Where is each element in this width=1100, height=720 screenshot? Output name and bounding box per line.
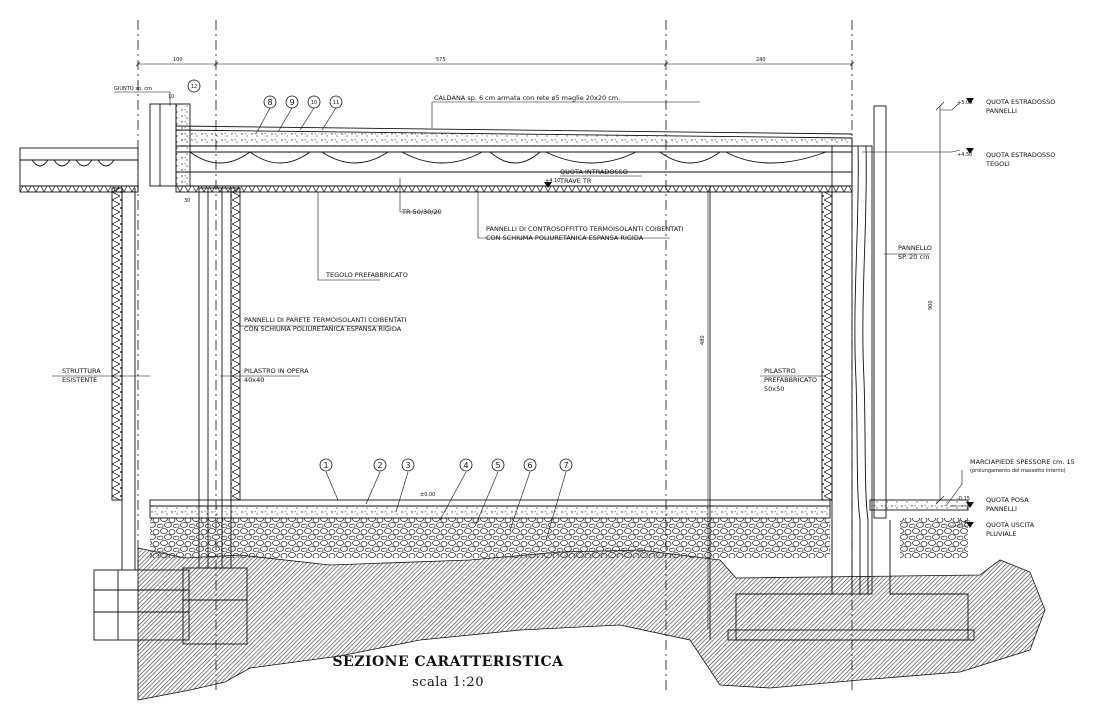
- dim-480: 480: [700, 335, 706, 345]
- dim-900: 900: [928, 300, 934, 310]
- quota-uscita-2: PLUVIALE: [986, 530, 1017, 538]
- label-trave-tr: TR 50/30/20: [401, 208, 442, 216]
- soil-ground: [137, 547, 1046, 701]
- dim-right: 240: [756, 57, 766, 63]
- vertical-dimensions: [707, 101, 945, 630]
- quota-uscita-1: QUOTA USCITA: [986, 521, 1035, 529]
- callout-7: 7: [563, 461, 568, 470]
- quota-estradosso-tegoli-2: TEGOLI: [985, 160, 1010, 168]
- quota-posa-val: -0.15: [957, 496, 970, 502]
- level-markers: [544, 98, 974, 528]
- column-in-situ: [182, 187, 248, 645]
- label-pannello-2: SP. 20 cm: [898, 253, 929, 261]
- quota-uscita-val: -0.40: [957, 520, 970, 526]
- label-struttura-1: STRUTTURA: [62, 367, 101, 375]
- label-struttura-2: ESISTENTE: [62, 376, 97, 384]
- dim-center: 575: [436, 57, 446, 63]
- label-pannelli-contro-1: PANNELLI DI CONTROSOFFITTO TERMOISOLANTI…: [486, 225, 684, 233]
- label-caldana: CALDANA sp. 6 cm armata con rete ø5 magl…: [434, 94, 620, 102]
- callouts-floor: [319, 458, 573, 472]
- quota-estradosso-tegoli-1: QUOTA ESTRADOSSO: [986, 151, 1055, 159]
- label-pilastro-pref-2: PREFABBRICATO: [764, 376, 817, 384]
- callout-10: 10: [311, 100, 317, 106]
- label-pilastro-opera-1: PILASTRO IN OPERA: [244, 367, 309, 375]
- callout-1: 1: [323, 461, 328, 470]
- drawing-scale: scala 1:20: [412, 675, 484, 690]
- callout-8: 8: [267, 98, 272, 107]
- label-pannelli-parete-2: CON SCHIUMA POLIURETANICA ESPANSA RIGIDA: [244, 325, 402, 333]
- quota-estradosso-pannelli-val: +5.00: [957, 100, 972, 106]
- callouts-roof: [187, 79, 343, 109]
- quota-estradosso-pannelli-1: QUOTA ESTRADOSSO: [986, 98, 1055, 106]
- label-pilastro-opera-2: 40x40: [244, 376, 264, 384]
- drawing-title: SEZIONE CARATTERISTICA: [332, 654, 564, 670]
- callout-6: 6: [527, 461, 532, 470]
- gravel-layer-right: [900, 518, 968, 558]
- column-precast: [727, 105, 975, 641]
- callout-2: 2: [377, 461, 382, 470]
- label-tegolo: TEGOLO PREFABBRICATO: [325, 271, 408, 279]
- label-pannelli-parete-1: PANNELLI DI PARETE TERMOISOLANTI COIBENT…: [244, 316, 407, 324]
- label-marciapiede-2: (prolungamento del massetto interno): [970, 468, 1066, 474]
- quota-intradosso-val: +4.10: [545, 178, 560, 184]
- dim-left: 100: [173, 57, 183, 63]
- leader-lines: [52, 91, 968, 541]
- quota-estradosso-tegoli-val: +4.50: [957, 152, 972, 158]
- callout-3: 3: [405, 461, 410, 470]
- callout-11: 11: [333, 100, 339, 106]
- floor-level: ±0.00: [420, 492, 435, 498]
- label-pannello-1: PANNELLO: [898, 244, 932, 252]
- dim-30: 30: [184, 198, 190, 204]
- label-pannelli-contro-2: CON SCHIUMA POLIURETANICA ESPANSA RIGIDA: [486, 234, 644, 242]
- quota-intradosso-2: TRAVE TR: [559, 177, 592, 185]
- callout-5: 5: [495, 461, 500, 470]
- quota-intradosso-1: QUOTA INTRADOSSO: [560, 168, 628, 176]
- label-giunto: GIUNTO sp. cm: [114, 86, 152, 92]
- quota-posa-1: QUOTA POSA: [986, 496, 1029, 504]
- roof-tegoli: [175, 125, 853, 193]
- label-giunto-value: 10: [168, 94, 174, 100]
- floor-slab: [149, 499, 969, 519]
- label-pilastro-pref-1: PILASTRO: [764, 367, 796, 375]
- callout-4: 4: [463, 461, 468, 470]
- existing-structure: [19, 147, 190, 641]
- label-pilastro-pref-3: 50x50: [764, 385, 784, 393]
- top-dimension-line: [135, 61, 855, 67]
- quota-posa-2: PANNELLI: [986, 505, 1017, 513]
- label-marciapiede-1: MARCIAPIEDE SPESSORE cm. 15: [970, 458, 1075, 466]
- quota-estradosso-pannelli-2: PANNELLI: [986, 107, 1017, 115]
- callout-9: 9: [289, 98, 294, 107]
- callout-12: 12: [191, 84, 197, 90]
- gravel-layer: [150, 518, 830, 558]
